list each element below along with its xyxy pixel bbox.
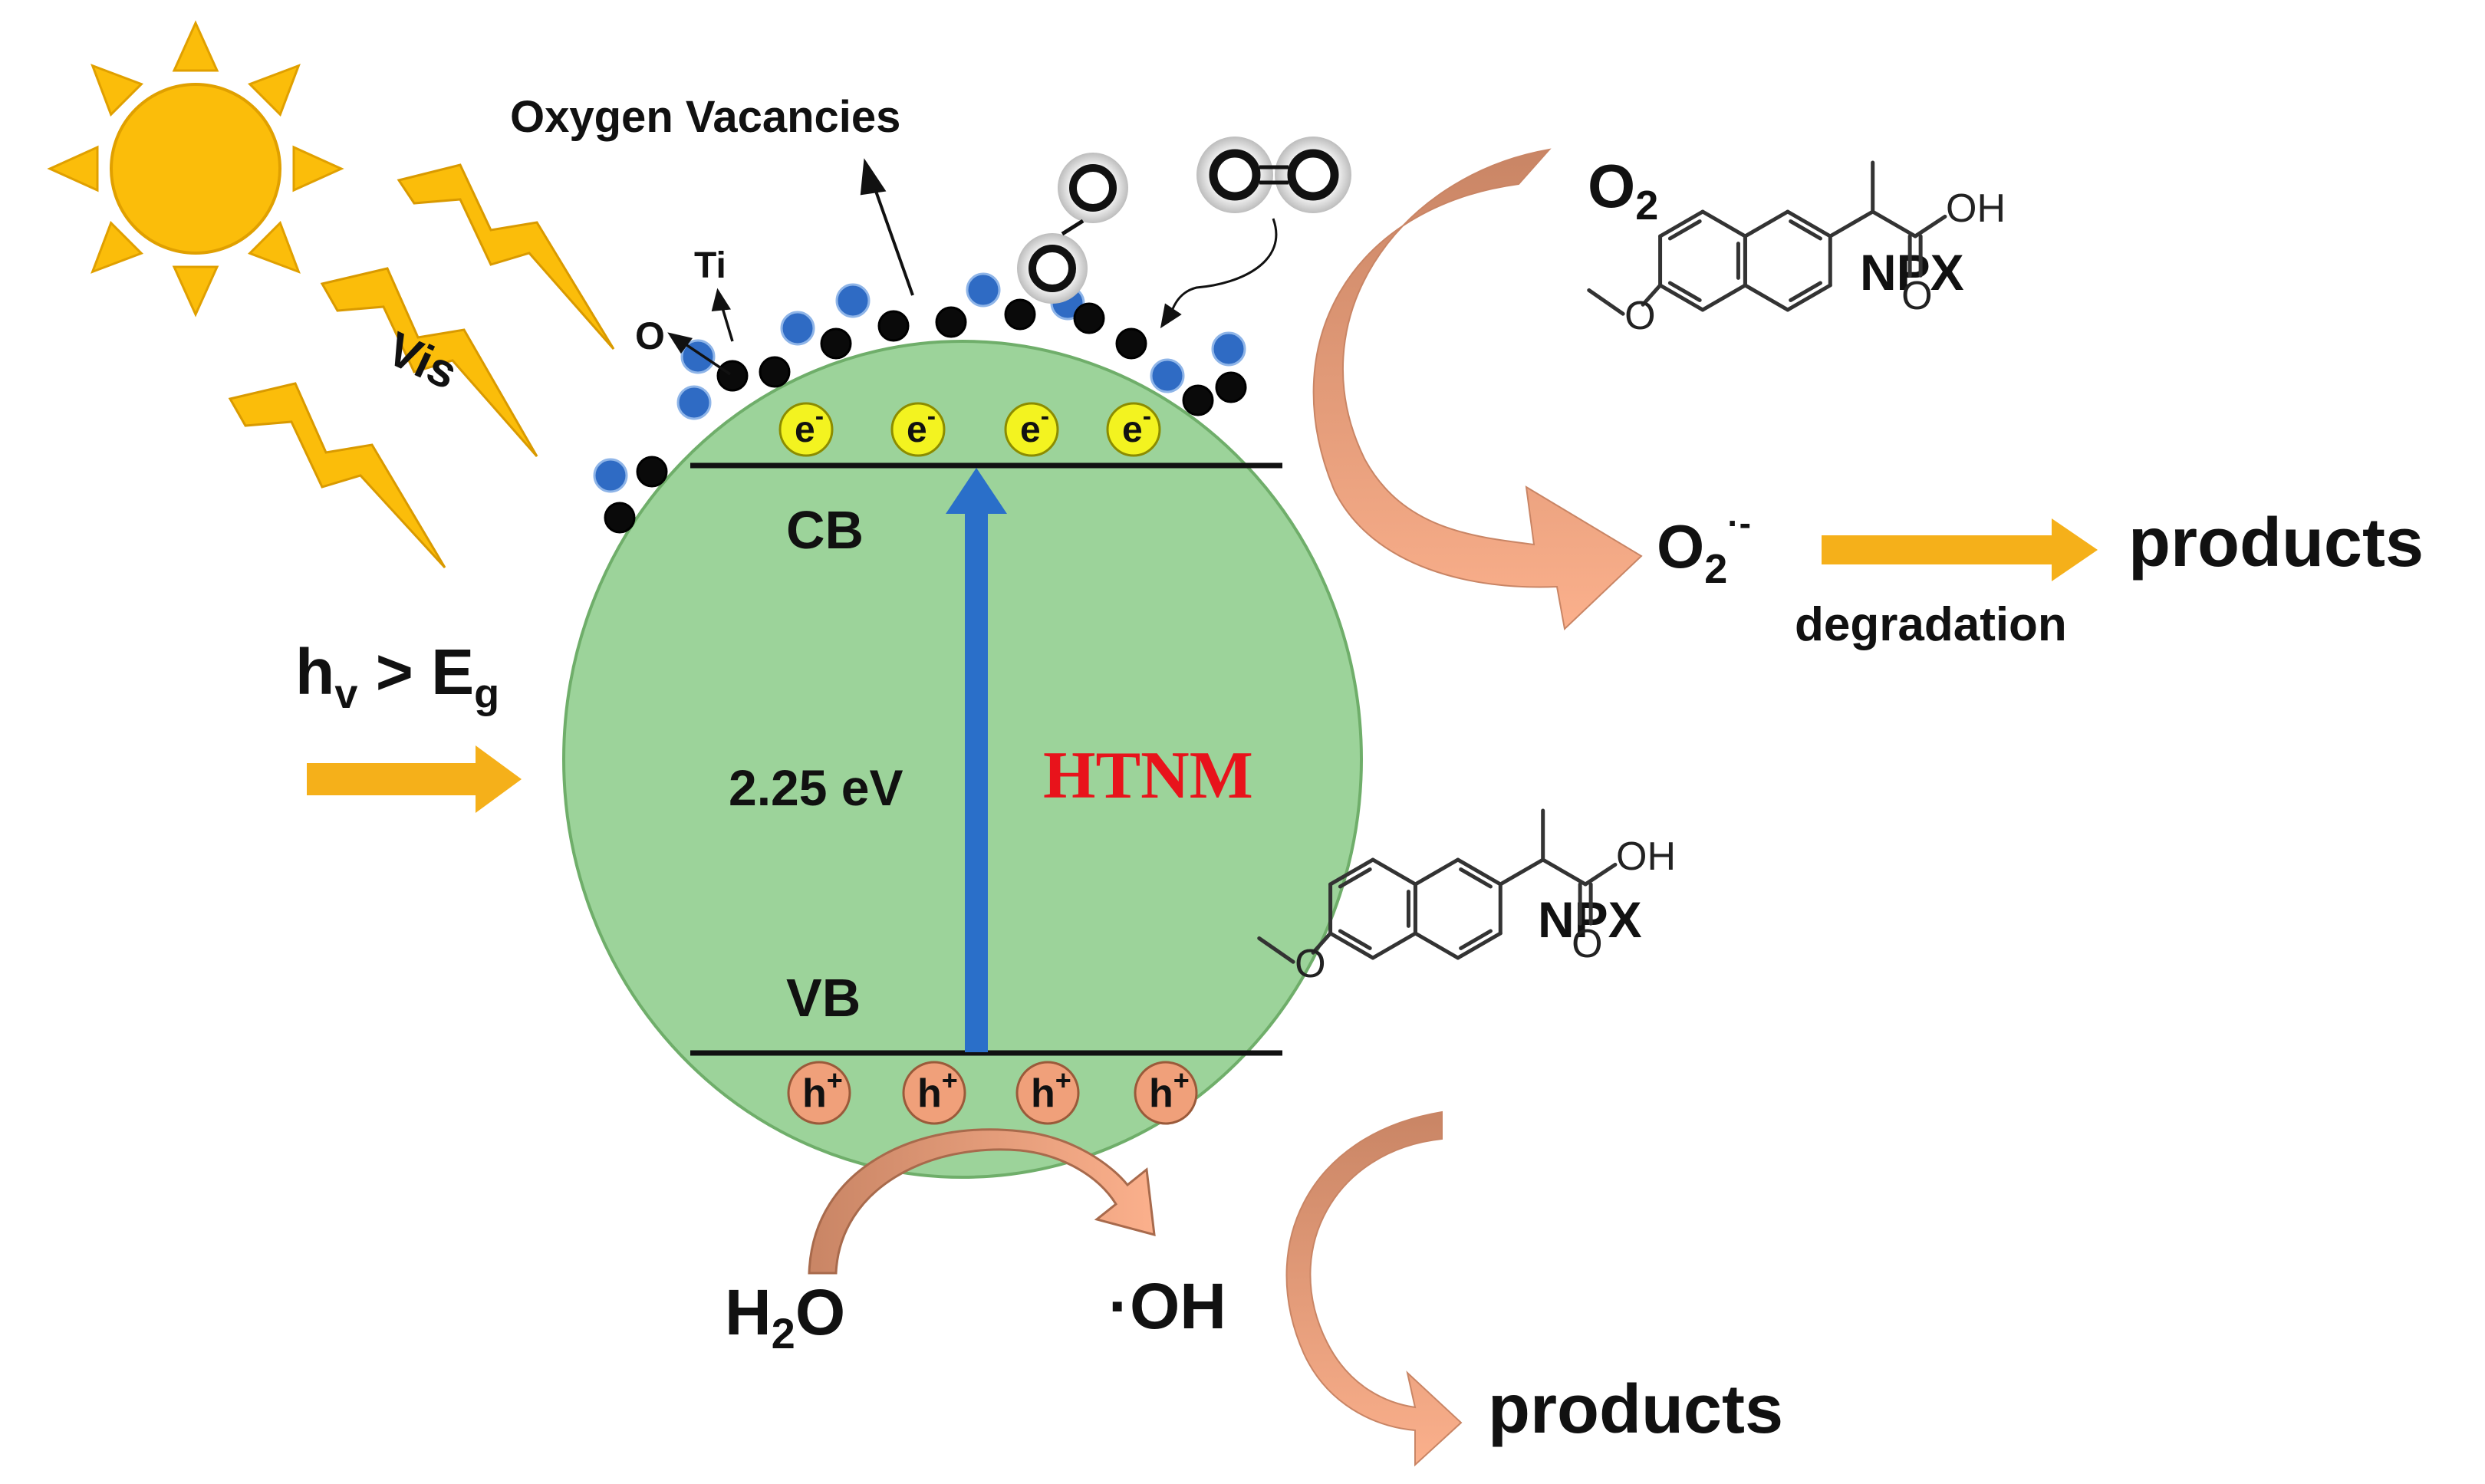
svg-text:e-: e-: [907, 402, 936, 450]
products-label-top: products: [2128, 505, 2424, 581]
adsorption-arrow: [1160, 218, 1278, 329]
svg-text:e-: e-: [1122, 402, 1151, 450]
superoxide-label: O2·-: [1657, 503, 1751, 592]
hydroxyl-group-label: OH: [1616, 834, 1676, 879]
hole: h+: [1015, 1061, 1080, 1125]
ti-atom: [835, 283, 871, 318]
hydroxyl-radical-label: ·OH: [1108, 1270, 1226, 1342]
lightning-bolt-icon: [228, 382, 446, 569]
npx-label-top: NPX: [1860, 244, 1964, 301]
ti-label: Ti: [694, 245, 726, 286]
ti-atom: [966, 272, 1001, 308]
svg-text:h+: h+: [802, 1064, 843, 1116]
lightning-bolt-icon: [320, 267, 538, 457]
o-atom: [759, 356, 791, 388]
ti-atom: [676, 385, 712, 420]
o-atom: [716, 360, 749, 392]
holes: h+ h+ h+ h+: [787, 1061, 1198, 1125]
degradation-label: degradation: [1795, 598, 2067, 651]
excitation-arrow: [946, 468, 1007, 1052]
o-atom: [1182, 384, 1214, 416]
oxygen-molecule-tilted: [1017, 153, 1128, 304]
o-atom: [1004, 298, 1036, 331]
ti-atom: [1150, 358, 1185, 393]
svg-text:h+: h+: [1149, 1064, 1190, 1116]
degradation-arrow: [1822, 518, 2098, 581]
o-atom: [1115, 327, 1147, 360]
water-label: H2O: [725, 1276, 845, 1357]
electrons: e- e- e- e-: [778, 402, 1161, 457]
o-atom: [935, 306, 967, 338]
hole: h+: [1134, 1061, 1198, 1125]
hole: h+: [902, 1061, 966, 1125]
carbonyl-oxygen-label: O: [1901, 274, 1932, 318]
o-label: O: [635, 314, 665, 357]
o-atom: [636, 456, 668, 488]
ti-pointer: [711, 288, 734, 342]
ti-atom: [780, 311, 815, 346]
electron: e-: [1106, 402, 1161, 457]
electron: e-: [1004, 402, 1059, 457]
methoxy-oxygen-label: O: [1295, 942, 1325, 986]
oxygen-vacancies-pointer: [860, 158, 914, 296]
electron: e-: [778, 402, 834, 457]
svg-text:e-: e-: [1020, 402, 1049, 450]
ti-atom: [1211, 331, 1246, 367]
electron: e-: [890, 402, 946, 457]
hydroxyl-group-label: OH: [1946, 186, 2006, 231]
products-label-bottom: products: [1488, 1371, 1783, 1448]
vb-label: VB: [786, 968, 861, 1028]
oxygen-molecule: [1196, 137, 1351, 213]
methoxy-oxygen-label: O: [1624, 294, 1655, 338]
reduction-curved-arrow: [1312, 148, 1643, 630]
o-atom: [1215, 371, 1247, 403]
sun-icon: [47, 20, 344, 318]
oxygen-vacancies-label: Oxygen Vacancies: [510, 92, 900, 142]
light-input-arrow: [307, 745, 522, 813]
o-pointer: [667, 332, 731, 376]
o2-label: O2: [1588, 152, 1658, 229]
o-atom: [1073, 302, 1105, 334]
svg-text:h+: h+: [917, 1064, 958, 1116]
naproxen-structure-bottom: O OH O: [1257, 808, 1676, 986]
lightning-bolt-icon: [397, 163, 615, 350]
o-atom: [877, 310, 910, 342]
htnm-particle: [562, 340, 1363, 1179]
hole: h+: [787, 1061, 851, 1125]
excitation-label: hv > Eg: [295, 636, 499, 717]
naproxen-structure-top: O OH O: [1587, 160, 2006, 338]
cb-label: CB: [786, 500, 864, 560]
svg-text:h+: h+: [1031, 1064, 1071, 1116]
o-atom: [820, 327, 852, 360]
o-atom: [604, 502, 636, 534]
svg-text:e-: e-: [795, 402, 824, 450]
carbonyl-oxygen-label: O: [1572, 922, 1602, 966]
oxidation-curved-arrow: [808, 1128, 1156, 1275]
ti-atom: [593, 458, 628, 493]
npx-degradation-curved-arrow: [1285, 1111, 1463, 1467]
band-gap-label: 2.25 eV: [729, 759, 903, 816]
material-label: HTNM: [1043, 739, 1253, 813]
